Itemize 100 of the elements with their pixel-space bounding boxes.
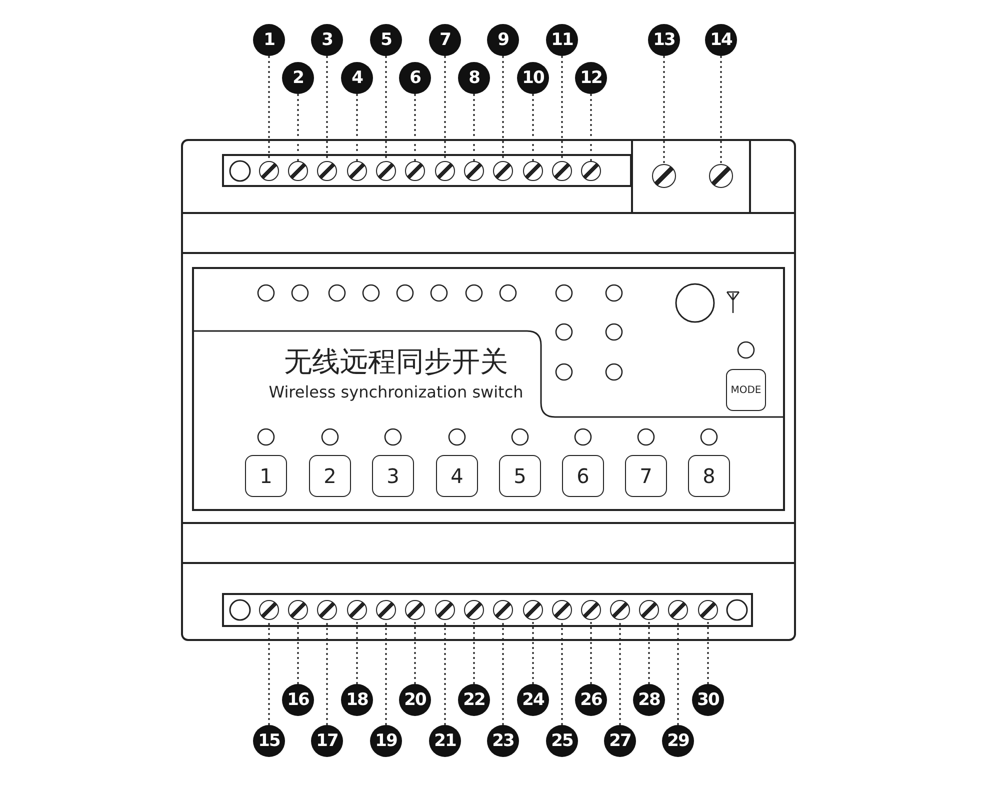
leader-line <box>326 620 328 725</box>
screw-terminal <box>259 600 279 620</box>
screw-terminal <box>493 161 513 181</box>
leader-line <box>444 56 446 161</box>
callout-number: 9 <box>487 24 519 56</box>
leader-line <box>297 94 299 161</box>
leader-line <box>473 620 475 684</box>
callout-number: 1 <box>253 24 285 56</box>
leader-line <box>707 620 709 684</box>
screw-terminal <box>259 161 279 181</box>
screw-terminal <box>464 161 484 181</box>
screw-terminal <box>523 161 543 181</box>
leader-line <box>414 94 416 161</box>
callout-number: 23 <box>487 725 519 757</box>
callout-number: 21 <box>429 725 461 757</box>
screw-terminal <box>435 600 455 620</box>
leader-line <box>444 620 446 725</box>
device-title: 无线远程同步开关 <box>284 344 508 380</box>
callout-number: 24 <box>517 684 549 716</box>
leader-line <box>385 56 387 161</box>
channel-button: 7 <box>625 455 667 497</box>
screw-terminal <box>317 161 337 181</box>
leader-line <box>356 620 358 684</box>
screw-terminal <box>464 600 484 620</box>
callout-number: 3 <box>311 24 343 56</box>
screw-terminal <box>552 161 572 181</box>
leader-line <box>532 94 534 161</box>
screw-terminal <box>652 164 676 188</box>
screw-terminal <box>552 600 572 620</box>
screw-terminal <box>347 600 367 620</box>
screw-terminal <box>288 161 308 181</box>
leader-line <box>648 620 650 684</box>
screw-terminal <box>493 600 513 620</box>
leader-line <box>663 56 665 164</box>
device-subtitle: Wireless synchronization switch <box>268 382 524 402</box>
leader-line <box>677 620 679 725</box>
screw-terminal <box>668 600 688 620</box>
callout-number: 30 <box>692 684 724 716</box>
screw-terminal <box>523 600 543 620</box>
channel-button: 2 <box>309 455 351 497</box>
callout-number: 15 <box>253 725 285 757</box>
callout-number: 22 <box>458 684 490 716</box>
screw-terminal <box>581 600 601 620</box>
callout-number: 13 <box>648 24 680 56</box>
leader-line <box>326 56 328 161</box>
callout-number: 6 <box>399 62 431 94</box>
leader-line <box>532 620 534 684</box>
screw-terminal <box>376 600 396 620</box>
screw-terminal <box>347 161 367 181</box>
leader-line <box>268 56 270 161</box>
channel-button: 3 <box>372 455 414 497</box>
screw-terminal <box>698 600 718 620</box>
leader-line <box>590 620 592 684</box>
channel-button: 6 <box>562 455 604 497</box>
screw-terminal <box>709 164 733 188</box>
leader-line <box>297 620 299 684</box>
screw-terminal <box>376 161 396 181</box>
screw-terminal <box>639 600 659 620</box>
screw-terminal <box>317 600 337 620</box>
leader-line <box>268 620 270 725</box>
callout-number: 14 <box>705 24 737 56</box>
callout-number: 10 <box>517 62 549 94</box>
leader-line <box>414 620 416 684</box>
callout-number: 18 <box>341 684 373 716</box>
callout-number: 16 <box>282 684 314 716</box>
screw-terminal <box>435 161 455 181</box>
callout-number: 17 <box>311 725 343 757</box>
callout-number: 5 <box>370 24 402 56</box>
channel-button: 8 <box>688 455 730 497</box>
leader-line <box>385 620 387 725</box>
callout-number: 11 <box>546 24 578 56</box>
callout-number: 19 <box>370 725 402 757</box>
callout-number: 12 <box>575 62 607 94</box>
callout-number: 8 <box>458 62 490 94</box>
leader-line <box>720 56 722 164</box>
callout-number: 27 <box>604 725 636 757</box>
channel-button: 5 <box>499 455 541 497</box>
callout-number: 4 <box>341 62 373 94</box>
callout-number: 26 <box>575 684 607 716</box>
leader-line <box>356 94 358 161</box>
screw-terminal <box>581 161 601 181</box>
screw-terminal <box>405 600 425 620</box>
callout-number: 29 <box>662 725 694 757</box>
leader-line <box>502 56 504 161</box>
channel-button: 4 <box>436 455 478 497</box>
leader-line <box>619 620 621 725</box>
screw-terminal <box>610 600 630 620</box>
channel-button: 1 <box>245 455 287 497</box>
screw-terminal <box>288 600 308 620</box>
callout-number: 2 <box>282 62 314 94</box>
leader-line <box>561 56 563 161</box>
callout-number: 28 <box>633 684 665 716</box>
leader-line <box>502 620 504 725</box>
leader-line <box>473 94 475 161</box>
leader-line <box>561 620 563 725</box>
screw-terminal <box>405 161 425 181</box>
callout-number: 25 <box>546 725 578 757</box>
callout-number: 20 <box>399 684 431 716</box>
callout-number: 7 <box>429 24 461 56</box>
mode-button: MODE <box>726 369 766 411</box>
